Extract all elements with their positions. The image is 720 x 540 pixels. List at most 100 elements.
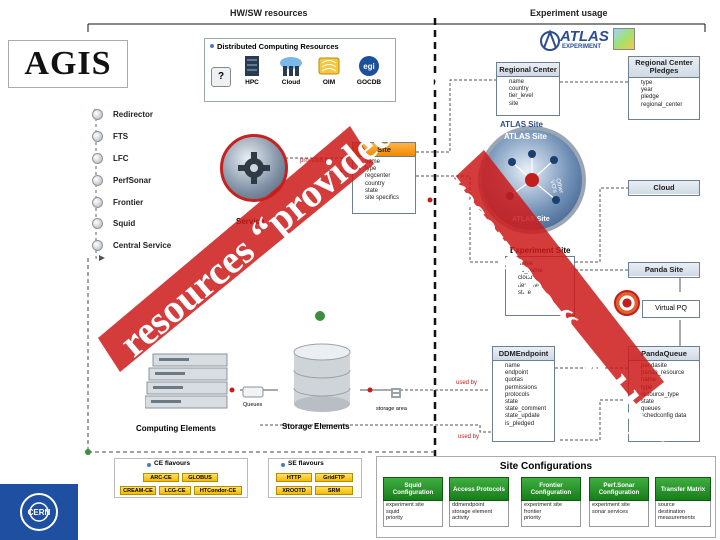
virtual-pq-box: Virtual PQ bbox=[642, 300, 700, 318]
flavour-badge: ARC-CE bbox=[143, 473, 179, 482]
rc-pledges-box: Regional Center Pledges type year pledge… bbox=[628, 56, 700, 120]
queues-label: Queues bbox=[243, 402, 263, 408]
site-configurations-panel: Site Configurations Squid Configuration … bbox=[376, 456, 716, 538]
pq-field: panda_resource bbox=[641, 370, 685, 377]
server-rack-icon bbox=[245, 56, 259, 76]
ddm-field: protocols bbox=[505, 391, 530, 398]
bullet-icon bbox=[92, 152, 103, 164]
regional-center-title: Regional Center bbox=[497, 63, 559, 77]
bullet-icon bbox=[147, 463, 151, 467]
egi-logo-icon: egi bbox=[359, 56, 379, 76]
used-by-label: used by bbox=[456, 380, 478, 386]
computing-elements-caption: Computing Elements bbox=[136, 424, 217, 433]
ddm-field: state_comment bbox=[505, 406, 547, 413]
queue-icon bbox=[242, 386, 264, 398]
pq-field: pandasite bbox=[641, 363, 668, 369]
pq-field: queues bbox=[641, 406, 661, 413]
ddm-field: quotas bbox=[505, 377, 524, 384]
bullet-icon bbox=[92, 240, 103, 252]
config-header: Transfer Matrix bbox=[655, 477, 711, 501]
rcp-field: year bbox=[641, 87, 653, 94]
panda-site-box: Panda Site bbox=[628, 262, 700, 278]
ddm-endpoint-box: DDMEndpoint name endpoint quotas permiss… bbox=[492, 346, 555, 442]
agis-logo: AGIS bbox=[8, 40, 128, 88]
ce-flavours-title: CE flavours bbox=[154, 460, 191, 467]
ddm-field: permissions bbox=[505, 384, 538, 391]
ddm-field: endpoint bbox=[505, 370, 529, 377]
hpc-label: HPC bbox=[245, 79, 259, 86]
cern-logo-text: CERN bbox=[28, 508, 51, 517]
bullet-icon bbox=[92, 196, 103, 208]
atlas-site-arc-top: ATLAS Site bbox=[504, 132, 547, 141]
question-icon: ? bbox=[211, 67, 231, 87]
services-list: Redirector FTS LFC PerfSonar Frontier Sq… bbox=[92, 104, 171, 257]
server-stack-icon bbox=[145, 353, 228, 409]
service-item-redirector: Redirector bbox=[92, 104, 171, 126]
cern-logo: CERN bbox=[0, 484, 78, 540]
flavour-badge: CREAM-CE bbox=[120, 486, 156, 495]
atlas-logo-icon bbox=[540, 29, 560, 51]
rcp-field: regional_center bbox=[641, 101, 683, 108]
site-field: state bbox=[365, 187, 379, 194]
bullet-icon bbox=[92, 109, 103, 121]
dcr-title: Distributed Computing Resources bbox=[217, 42, 339, 51]
ddm-field: state_update bbox=[505, 413, 540, 420]
site-configurations-title: Site Configurations bbox=[499, 461, 593, 472]
config-header: Frontier Configuration bbox=[521, 477, 581, 501]
flavour-badge: GridFTP bbox=[315, 473, 353, 482]
ddm-field: name bbox=[505, 363, 521, 369]
site-field: regcenter bbox=[365, 173, 391, 180]
flavour-badge: SRM bbox=[315, 486, 353, 495]
config-header: Squid Configuration bbox=[383, 477, 443, 501]
bullet-icon bbox=[92, 131, 103, 143]
ddm-field: state bbox=[505, 399, 519, 406]
rcp-field: type bbox=[641, 80, 653, 86]
cern-logo-icon: CERN bbox=[20, 493, 58, 531]
ddm-field: is_pledged bbox=[505, 420, 535, 427]
panda-site-title: Panda Site bbox=[629, 263, 699, 276]
service-item-fts: FTS bbox=[92, 126, 171, 148]
cloud-servers-icon bbox=[280, 57, 302, 76]
cloud-box: Cloud bbox=[628, 180, 700, 196]
pq-field: schedconfig data bbox=[641, 413, 687, 420]
bullet-icon bbox=[281, 463, 285, 467]
atlas-logo: ATLAS EXPERIMENT bbox=[540, 28, 640, 54]
service-item-perfsonar: PerfSonar bbox=[92, 169, 171, 191]
used-by-label: used by bbox=[458, 434, 480, 440]
atlas-logo-name: ATLAS bbox=[560, 28, 609, 45]
se-flavours-title: SE flavours bbox=[288, 460, 324, 467]
rc-field: site bbox=[509, 100, 519, 107]
flavour-badge: XROOTD bbox=[276, 486, 312, 495]
rc-field: country bbox=[509, 86, 529, 93]
target-icon bbox=[614, 290, 640, 316]
cloud-item: Cloud bbox=[279, 55, 303, 86]
bullet-icon bbox=[92, 174, 103, 186]
regional-center-box: Regional Center name country tier_level … bbox=[496, 62, 560, 116]
ddm-endpoint-title: DDMEndpoint bbox=[493, 347, 554, 361]
config-header: Access Protocols bbox=[449, 477, 509, 501]
flavour-badge: LCG-CE bbox=[159, 486, 191, 495]
rc-field: name bbox=[509, 79, 525, 85]
agis-logo-text: AGIS bbox=[24, 45, 112, 82]
service-item-lfc: LFC bbox=[92, 148, 171, 170]
distributed-computing-resources: Distributed Computing Resources ? HPC Cl… bbox=[204, 38, 396, 102]
panda-queue-title: PandaQueue bbox=[629, 347, 699, 361]
gocdb-item: egi GOCDB bbox=[355, 55, 383, 86]
storage-elements-caption: Storage Elements bbox=[282, 422, 350, 431]
hw-sw-header: HW/SW resources bbox=[230, 8, 308, 18]
svg-text:egi: egi bbox=[363, 62, 375, 71]
rcp-field: pledge bbox=[641, 94, 660, 101]
atlas-site-arc-bottom: ATLAS Site bbox=[512, 216, 550, 223]
experiment-usage-header: Experiment usage bbox=[530, 8, 608, 18]
rc-pledges-title: Regional Center Pledges bbox=[629, 57, 699, 78]
atlas-logo-sub: EXPERIMENT bbox=[562, 44, 602, 50]
oim-item: OIM bbox=[317, 55, 341, 86]
pq-field: name bbox=[641, 377, 657, 384]
config-header: Perf.Sonar Configuration bbox=[589, 477, 649, 501]
cloud-title: Cloud bbox=[629, 181, 699, 194]
